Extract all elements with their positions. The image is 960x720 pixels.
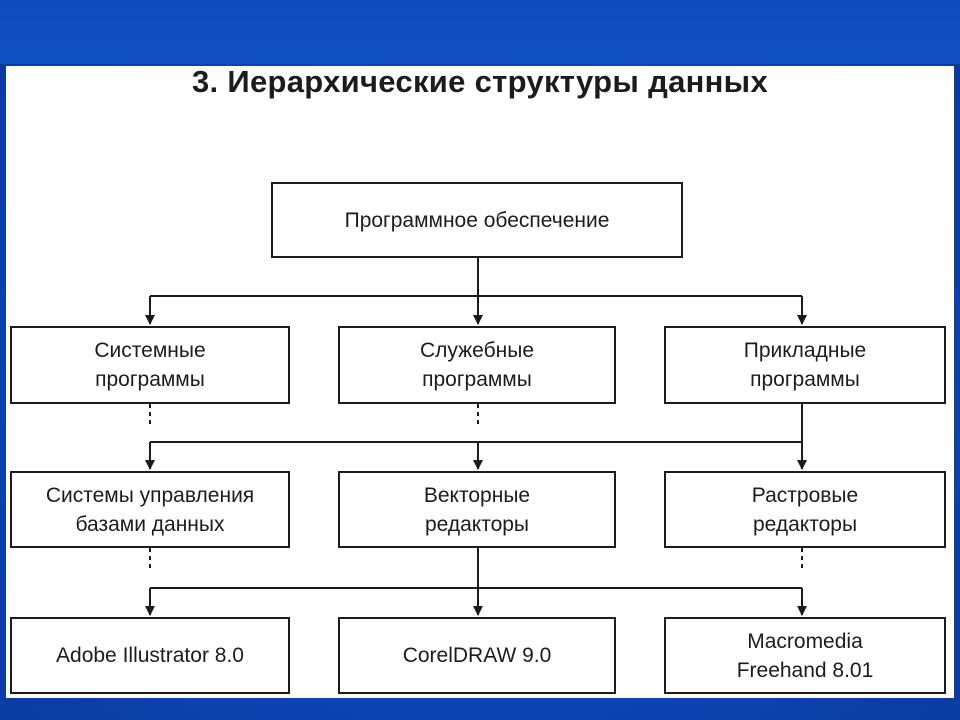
node-dbms: Системы управления базами данных: [10, 471, 290, 548]
node-vector-editors: Векторные редакторы: [338, 471, 616, 548]
node-system-programs: Системные программы: [10, 326, 290, 404]
node-applied-programs: Прикладные программы: [664, 326, 946, 404]
slide-canvas: 3. Иерархические структуры данных: [6, 66, 954, 698]
node-utility-programs: Служебные программы: [338, 326, 616, 404]
slide-title: 3. Иерархические структуры данных: [192, 64, 768, 99]
node-root: Программное обеспечение: [271, 182, 683, 258]
node-coreldraw: CorelDRAW 9.0: [338, 617, 616, 694]
node-macromedia-freehand: Macromedia Freehand 8.01: [664, 617, 946, 694]
node-adobe-illustrator: Adobe Illustrator 8.0: [10, 617, 290, 694]
slide-header-band: [0, 0, 960, 64]
diagram-connectors: [145, 258, 807, 616]
node-raster-editors: Растровые редакторы: [664, 471, 946, 548]
